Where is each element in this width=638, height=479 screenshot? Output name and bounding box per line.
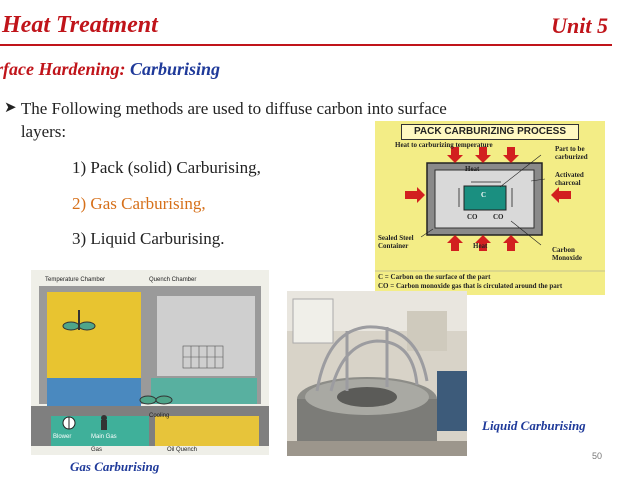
- legend-c: C = Carbon on the surface of the part: [378, 273, 491, 281]
- method-gas: 2) Gas Carburising,: [72, 194, 206, 213]
- heat-inner-label: Heat: [465, 165, 480, 173]
- carbon-monoxide-label: Carbon Monoxide: [552, 246, 582, 262]
- subtitle-part2: Carburising: [130, 59, 221, 79]
- title-divider: [0, 44, 612, 46]
- heat-arrows-bottom: [447, 235, 519, 251]
- gas-furnace-diagram: [31, 270, 269, 455]
- container-label: Sealed Steel Container: [378, 234, 414, 250]
- heat-bottom-label: Heat: [473, 242, 488, 250]
- liquid-carburising-photo: [287, 291, 467, 456]
- heat-arrows-sides: [405, 187, 571, 203]
- co-left-label: CO: [467, 213, 478, 221]
- oil-quench-label: Oil Quench: [167, 447, 198, 453]
- slide-title: Heat Treatment: [2, 12, 158, 38]
- legend-co: CO = Carbon monoxide gas that is circula…: [378, 282, 563, 290]
- heat-top-label: Heat to carburizing temperature: [395, 141, 493, 149]
- liquid-carburising-caption: Liquid Carburising: [482, 418, 586, 433]
- heat-arrows-top: [447, 147, 519, 163]
- pack-carburizing-figure: PACK CARBURIZING PROCESS Heat t: [375, 121, 605, 295]
- unit-label: Unit 5: [551, 13, 608, 38]
- furnace-photo-illustration: [287, 291, 467, 456]
- temperature-chamber-box: [47, 292, 141, 378]
- method-liquid: 3) Liquid Carburising.: [72, 229, 225, 248]
- co-right-label: CO: [493, 213, 504, 221]
- quench-chamber-label: Quench Chamber: [149, 277, 197, 283]
- pack-diagram: [375, 147, 605, 272]
- cooling-label: Cooling: [149, 413, 170, 419]
- quench-chamber-box: [157, 296, 255, 376]
- gas-label: Gas: [91, 447, 103, 453]
- bullet-point: ➤ The Following methods are used to diff…: [4, 97, 464, 143]
- page-number: 50: [592, 451, 603, 461]
- gas-carburising-figure: Temperature Chamber Quench Chamber Cooli…: [31, 270, 269, 455]
- method-pack: 1) Pack (solid) Carburising,: [72, 158, 261, 177]
- carbon-label: C: [481, 191, 487, 199]
- bullet-text: The Following methods are used to diffus…: [20, 99, 447, 141]
- part-block: [463, 185, 507, 211]
- temperature-chamber-label: Temperature Chamber: [45, 277, 106, 283]
- subtitle-part1: rface Hardening:: [0, 59, 126, 79]
- part-label: Part to be carburized: [555, 145, 588, 161]
- pack-figure-title: PACK CARBURIZING PROCESS: [401, 124, 579, 140]
- arrow-bullet-icon: ➤: [4, 100, 17, 116]
- activated-charcoal-label: Activated charcoal: [555, 171, 584, 187]
- slide-subtitle: rface Hardening: Carburising: [0, 59, 220, 80]
- gas-carburising-caption: Gas Carburising: [70, 459, 160, 474]
- blower-label: Blower: [53, 434, 72, 440]
- main-gas-label: Main Gas: [91, 434, 117, 440]
